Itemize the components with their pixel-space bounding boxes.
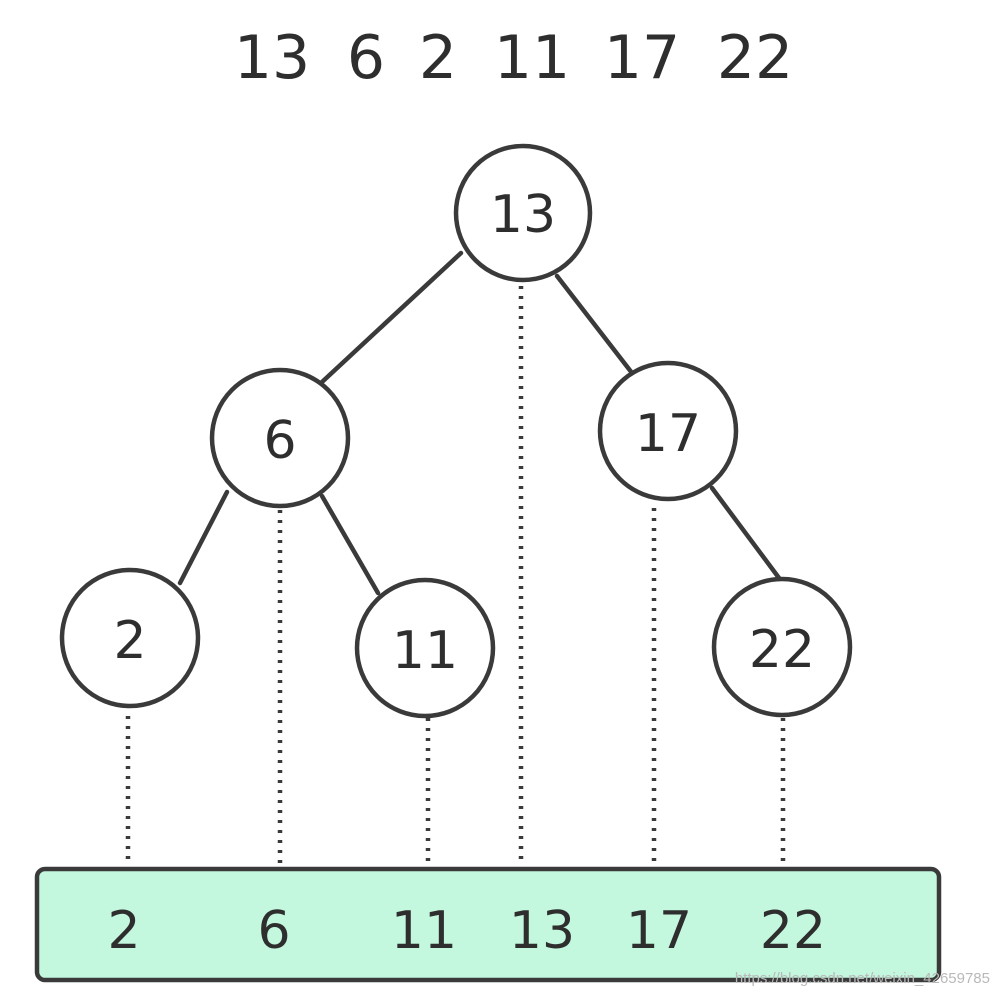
sorted-value: 13 — [509, 901, 575, 961]
edge-17-22 — [709, 485, 782, 581]
sorted-output: 2 6 11 13 17 22 — [34, 866, 942, 983]
input-value: 22 — [717, 23, 793, 93]
sorted-value: 22 — [760, 901, 826, 961]
node-circle — [59, 567, 201, 709]
node-label: 17 — [635, 404, 701, 464]
tree-node-11: 11 — [354, 577, 496, 719]
tree-node-22: 22 — [711, 576, 853, 718]
sorted-value: 6 — [257, 901, 290, 961]
projection-lines — [125, 286, 786, 866]
input-value: 17 — [604, 23, 680, 93]
input-value: 11 — [494, 23, 570, 93]
input-value: 6 — [347, 23, 385, 93]
sorted-value: 11 — [391, 901, 457, 961]
node-circle — [597, 360, 739, 502]
edge-6-11 — [319, 493, 381, 596]
node-label: 22 — [749, 620, 815, 680]
sorted-output-box — [34, 866, 942, 983]
tree-edges — [177, 250, 782, 596]
edge-13-17 — [554, 273, 635, 376]
edge-13-6 — [319, 250, 464, 385]
tree-node-2: 2 — [59, 567, 201, 709]
sorted-value: 2 — [107, 901, 140, 961]
tree-node-13: 13 — [453, 143, 593, 283]
tree-node-17: 17 — [597, 360, 739, 502]
edge-6-2 — [177, 489, 230, 586]
node-circle — [354, 577, 496, 719]
node-label: 2 — [113, 611, 146, 671]
node-label: 6 — [263, 411, 296, 471]
input-sequence: 13 6 2 11 17 22 — [234, 23, 793, 93]
node-circle — [711, 576, 853, 718]
input-value: 13 — [234, 23, 310, 93]
node-circle — [453, 143, 593, 283]
input-value: 2 — [419, 23, 457, 93]
node-label: 13 — [490, 185, 556, 245]
watermark-text: https://blog.csdn.net/weixin_42659785 — [735, 970, 990, 987]
tree-node-6: 6 — [209, 367, 351, 509]
node-label: 11 — [392, 621, 458, 681]
sorted-value: 17 — [626, 901, 692, 961]
node-circle — [209, 367, 351, 509]
